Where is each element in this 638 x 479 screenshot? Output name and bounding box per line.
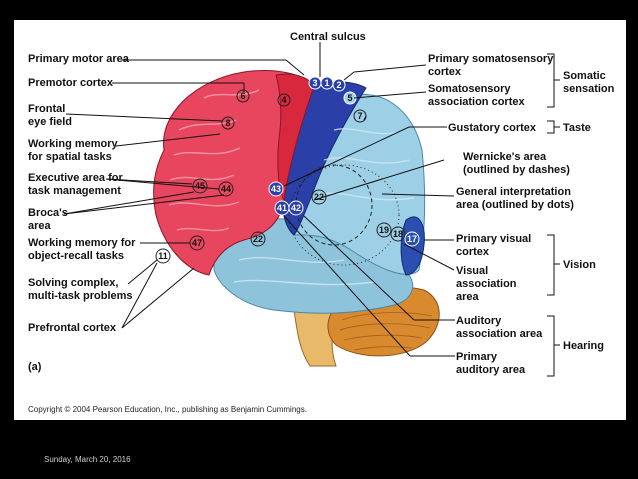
label-primary-motor-area: Primary motor area: [28, 53, 130, 65]
area-47: 47: [192, 238, 202, 248]
label-wernickes-area-2: (outlined by dashes): [463, 164, 570, 176]
area-41: 41: [277, 203, 287, 213]
label-premotor-cortex: Premotor cortex: [28, 77, 114, 89]
label-executive-area-2: task management: [28, 185, 121, 197]
label-visual-association-3: area: [456, 291, 480, 303]
label-primary-somatosensory-1: Primary somatosensory: [428, 53, 554, 65]
area-22: 22: [314, 192, 324, 202]
panel-label: (a): [28, 361, 42, 373]
area-1: 1: [324, 78, 329, 88]
area-45: 45: [195, 181, 205, 191]
label-primary-auditory-2: auditory area: [456, 364, 526, 376]
label-visual-association-1: Visual: [456, 265, 488, 277]
label-brocas-area-2: area: [28, 220, 52, 232]
label-somatosensory-association-1: Somatosensory: [428, 83, 511, 95]
area-42: 42: [291, 203, 301, 213]
cerebellum-folia: [339, 312, 433, 351]
label-general-interpretation-2: area (outlined by dots): [456, 199, 574, 211]
label-primary-visual-1: Primary visual: [456, 233, 531, 245]
area-8: 8: [225, 118, 230, 128]
label-brocas-area-1: Broca's: [28, 207, 68, 219]
label-auditory-association-2: association area: [456, 328, 543, 340]
posterior-gyri: [233, 128, 415, 286]
footer-date: Sunday, March 20, 2016: [44, 455, 131, 464]
area-43: 43: [271, 184, 281, 194]
area-18: 18: [393, 229, 403, 239]
brain-diagram: 3 1 2 5 4 6 7 8 45 44 47 11 43 41 42 22 …: [28, 31, 615, 414]
area-3: 3: [312, 78, 317, 88]
area-4: 4: [281, 95, 286, 105]
area-44: 44: [221, 184, 231, 194]
label-wernickes-area-1: Wernicke's area: [463, 151, 547, 163]
label-working-memory-object-1: Working memory for: [28, 237, 136, 249]
area-11: 11: [158, 251, 168, 261]
label-primary-somatosensory-2: cortex: [428, 66, 462, 78]
label-frontal-eye-field-1: Frontal: [28, 103, 65, 115]
label-executive-area-1: Executive area for: [28, 172, 123, 184]
label-auditory-association-1: Auditory: [456, 315, 502, 327]
label-working-memory-object-2: object-recall tasks: [28, 250, 124, 262]
area-22-lower: 22: [253, 234, 263, 244]
label-solving-complex-1: Solving complex,: [28, 277, 118, 289]
area-19: 19: [379, 225, 389, 235]
copyright-text: Copyright © 2004 Pearson Education, Inc.…: [28, 405, 307, 414]
label-central-sulcus: Central sulcus: [290, 31, 366, 43]
label-working-memory-spatial-2: for spatial tasks: [28, 151, 112, 163]
label-primary-auditory-1: Primary: [456, 351, 498, 363]
group-taste: Taste: [563, 122, 591, 134]
label-frontal-eye-field-2: eye field: [28, 116, 72, 128]
area-2: 2: [336, 80, 341, 90]
label-somatosensory-association-2: association cortex: [428, 96, 525, 108]
area-6: 6: [240, 91, 245, 101]
label-primary-visual-2: cortex: [456, 246, 490, 258]
area-5: 5: [347, 93, 352, 103]
area-17: 17: [407, 234, 417, 244]
group-somatic-sensation-2: sensation: [563, 83, 615, 95]
leader-lines: [63, 42, 455, 357]
group-hearing: Hearing: [563, 340, 604, 352]
label-visual-association-2: association: [456, 278, 517, 290]
label-general-interpretation-1: General interpretation: [456, 186, 571, 198]
group-somatic-sensation-1: Somatic: [563, 70, 606, 82]
label-prefrontal-cortex: Prefrontal cortex: [28, 322, 117, 334]
label-gustatory-cortex: Gustatory cortex: [448, 122, 537, 134]
group-brackets: [547, 53, 560, 377]
group-vision: Vision: [563, 259, 596, 271]
general-interpretation-outline: [288, 164, 400, 266]
area-7: 7: [357, 111, 362, 121]
label-working-memory-spatial-1: Working memory: [28, 138, 119, 150]
label-solving-complex-2: multi-task problems: [28, 290, 133, 302]
slide-panel: 3 1 2 5 4 6 7 8 45 44 47 11 43 41 42 22 …: [14, 20, 626, 420]
